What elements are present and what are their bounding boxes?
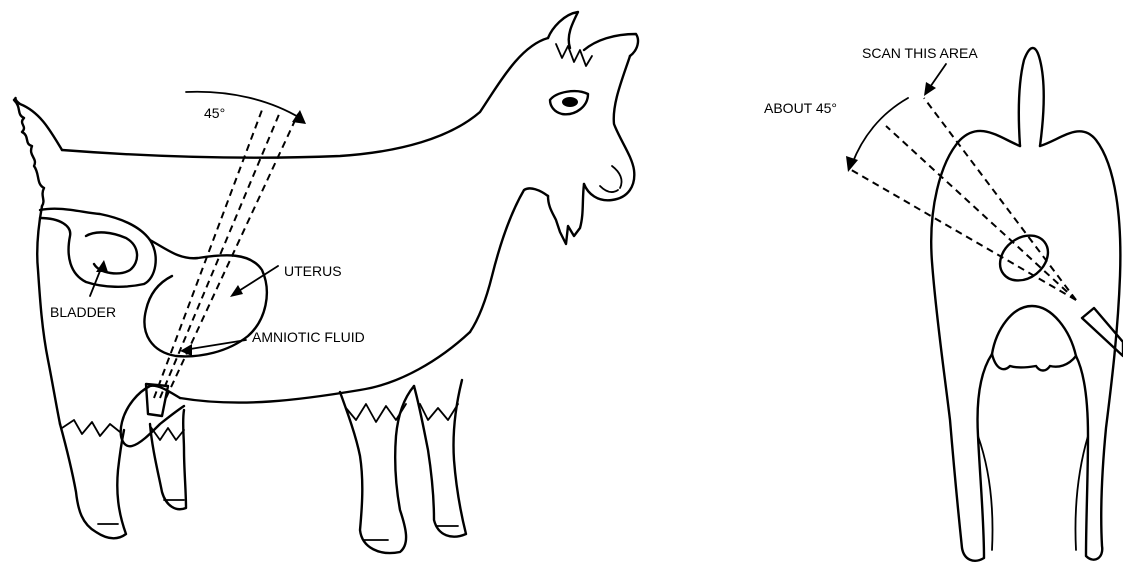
horn-left — [548, 12, 578, 48]
uterus-label: UTERUS — [284, 263, 342, 279]
scan-area-arrowhead — [924, 82, 936, 96]
rear-uterus — [991, 226, 1057, 290]
bladder-inner — [86, 232, 137, 273]
scan-area-label: SCAN THIS AREA — [862, 45, 978, 61]
face — [584, 56, 634, 200]
rear-body-right — [1040, 131, 1120, 559]
rear-scan-beam-2 — [886, 126, 1076, 300]
uterus-arrowhead — [230, 285, 243, 297]
neck-front — [470, 188, 548, 332]
bladder-label: BLADDER — [50, 304, 116, 320]
bladder-arrowhead — [96, 260, 108, 272]
rear-body — [931, 131, 1020, 561]
rear-inner-legs — [978, 436, 1088, 550]
hind-leg-near — [60, 424, 126, 538]
hind-leg-far — [150, 410, 186, 509]
rear-angle-label: ABOUT 45° — [764, 100, 837, 116]
rear-tail — [1019, 48, 1044, 146]
rear-view-goat: SCAN THIS AREA ABOUT 45° — [764, 45, 1123, 561]
muzzle — [600, 166, 622, 192]
side-angle-label: 45° — [204, 105, 225, 121]
front-leg-near — [340, 386, 414, 553]
rear-udder — [992, 306, 1076, 371]
pupil — [562, 97, 578, 107]
amniotic-fluid-label: AMNIOTIC FLUID — [252, 329, 365, 345]
rear-angle-arc — [852, 98, 908, 164]
beard — [548, 184, 584, 244]
rear-angle-arrowhead — [846, 156, 858, 172]
side-view-goat: 45° UTERUS BLADDER AMNIOTIC FLUID — [14, 12, 638, 553]
rear-scan-beam-1 — [848, 168, 1076, 300]
tail — [14, 98, 62, 206]
back-line — [62, 38, 548, 158]
horn-right — [584, 34, 638, 56]
